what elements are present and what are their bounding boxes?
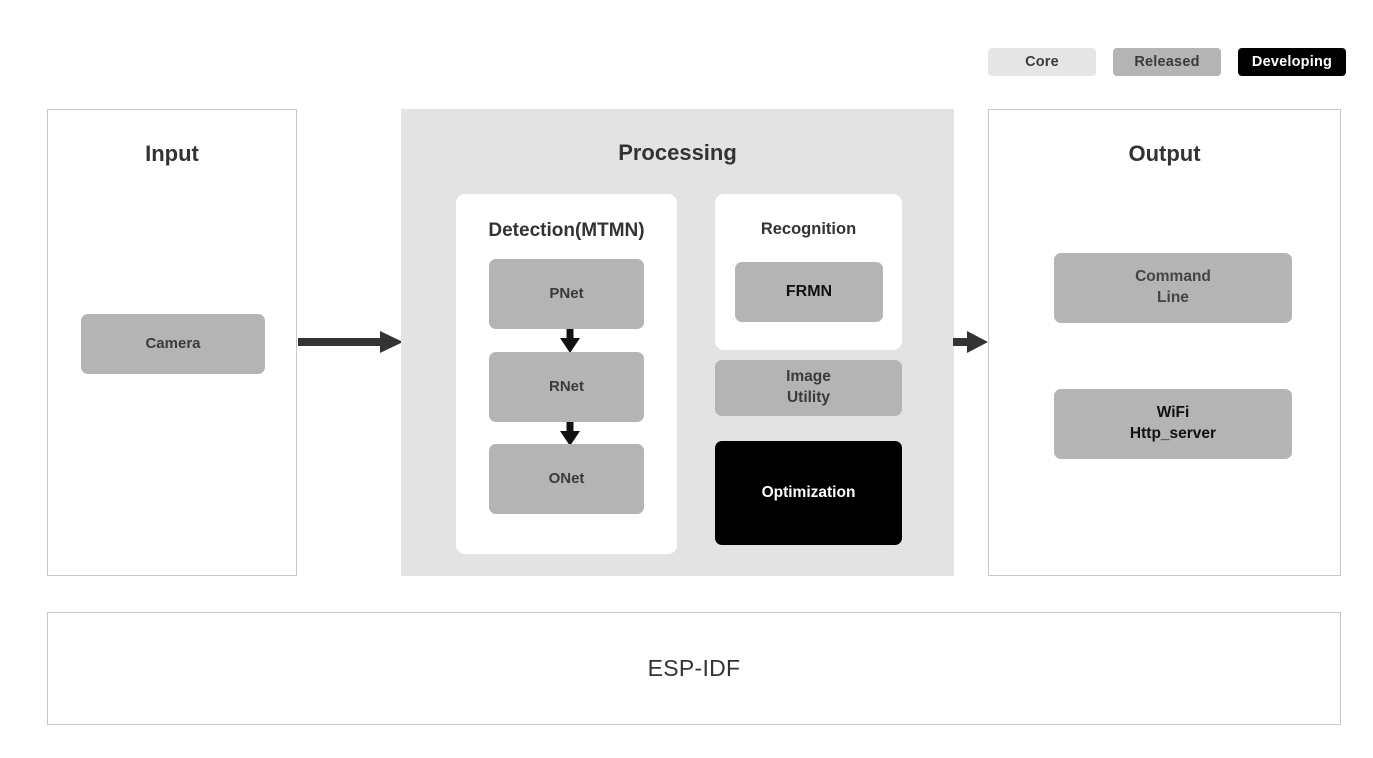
panel-input-title: Input xyxy=(145,141,199,166)
arrow-input-to-processing xyxy=(298,330,403,359)
block-wifi-http-server[interactable]: WiFi Http_server xyxy=(1054,389,1292,459)
block-command-line[interactable]: Command Line xyxy=(1054,253,1292,323)
legend-badge-released[interactable]: Released xyxy=(1113,48,1221,76)
arrow-rnet-to-onet xyxy=(559,422,581,451)
legend-badge-core[interactable]: Core xyxy=(988,48,1096,76)
panel-processing-title: Processing xyxy=(618,140,737,165)
esp-idf-label: ESP-IDF xyxy=(647,655,741,681)
legend: Core Released Developing xyxy=(988,48,1346,76)
block-optimization[interactable]: Optimization xyxy=(715,441,902,545)
legend-badge-developing[interactable]: Developing xyxy=(1238,48,1346,76)
card-recognition-title: Recognition xyxy=(760,220,857,238)
panel-output-title: Output xyxy=(1128,141,1201,166)
block-frmn[interactable]: FRMN xyxy=(735,262,883,322)
block-image-utility[interactable]: Image Utility xyxy=(715,360,902,416)
card-detection-title: Detection(MTMN) xyxy=(488,220,645,241)
block-pnet[interactable]: PNet xyxy=(489,259,644,329)
panel-esp-idf: ESP-IDF xyxy=(47,612,1341,725)
block-camera[interactable]: Camera xyxy=(81,314,265,374)
card-recognition: Recognition FRMN xyxy=(715,194,902,350)
arrow-pnet-to-rnet xyxy=(559,329,581,358)
arrow-processing-to-output xyxy=(953,330,988,359)
block-onet[interactable]: ONet xyxy=(489,444,644,514)
panel-input: Input Camera xyxy=(47,109,297,576)
panel-output: Output Command Line WiFi Http_server xyxy=(988,109,1341,576)
block-rnet[interactable]: RNet xyxy=(489,352,644,422)
card-detection: Detection(MTMN) PNet RNet ONet xyxy=(456,194,677,554)
panel-processing: Processing Detection(MTMN) PNet RNet ONe… xyxy=(401,109,954,576)
